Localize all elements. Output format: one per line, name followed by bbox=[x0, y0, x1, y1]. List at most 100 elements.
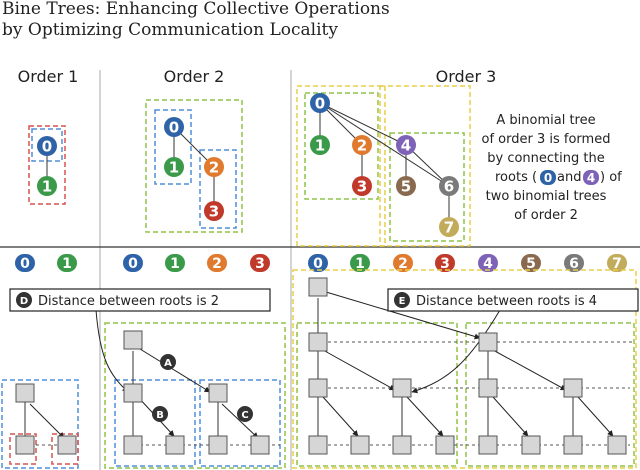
tree-node-rank-3: 3 bbox=[352, 176, 372, 196]
order3-tree-boxes bbox=[296, 85, 471, 247]
tree-node-rank-0: 0 bbox=[37, 136, 57, 156]
svg-text:4: 4 bbox=[483, 256, 493, 272]
svg-text:0: 0 bbox=[128, 256, 138, 272]
callout-e-text: Distance between roots is 4 bbox=[416, 294, 597, 309]
schedule-node bbox=[308, 332, 328, 352]
section-dividers bbox=[0, 70, 640, 470]
order3-rank-7: 7 bbox=[607, 254, 627, 272]
tree-node-rank-1: 1 bbox=[164, 157, 184, 177]
tree-node-rank-0: 0 bbox=[310, 93, 330, 113]
schedule-node bbox=[123, 383, 143, 403]
order3-rank-5: 5 bbox=[521, 254, 541, 272]
schedule-timelines bbox=[24, 298, 574, 436]
svg-text:1: 1 bbox=[169, 158, 179, 176]
svg-text:7: 7 bbox=[444, 218, 454, 236]
order3-rank-2: 2 bbox=[393, 254, 413, 272]
note-line3: by connecting the bbox=[487, 151, 604, 166]
note-line6: of order 2 bbox=[514, 208, 578, 223]
svg-text:1: 1 bbox=[315, 136, 325, 154]
schedule-node bbox=[392, 435, 412, 455]
svg-text:2: 2 bbox=[209, 158, 219, 176]
svg-text:0: 0 bbox=[20, 256, 30, 272]
note-line4-suffix: ) of bbox=[600, 170, 622, 185]
order3-rank-0: 0 bbox=[308, 254, 328, 272]
svg-text:3: 3 bbox=[209, 202, 219, 220]
diagram-title-line1: Bine Trees: Enhancing Collective Operati… bbox=[2, 0, 390, 19]
note-root-b-badge: 4 bbox=[583, 170, 599, 185]
callout-d-text: Distance between roots is 2 bbox=[38, 294, 219, 309]
svg-text:5: 5 bbox=[401, 177, 411, 195]
tree-rank-badges: 0 1 0 1 2 3 0 1 2 3 4 5 6 7 bbox=[37, 93, 459, 237]
svg-text:6: 6 bbox=[444, 177, 454, 195]
diagram-title-line2: by Optimizing Communication Locality bbox=[2, 20, 338, 40]
svg-text:0: 0 bbox=[315, 94, 325, 112]
svg-text:C: C bbox=[241, 410, 248, 421]
order2-rank-2: 2 bbox=[207, 254, 227, 272]
note-line4-and: and bbox=[557, 170, 581, 185]
order3-rank-1: 1 bbox=[350, 254, 370, 272]
tree-node-rank-2: 2 bbox=[204, 157, 224, 177]
schedule-node bbox=[123, 330, 143, 350]
svg-text:0: 0 bbox=[313, 256, 323, 272]
schedule-node bbox=[478, 378, 498, 398]
svg-text:6: 6 bbox=[569, 256, 579, 272]
svg-text:B: B bbox=[156, 410, 164, 421]
tree-node-rank-4: 4 bbox=[396, 135, 416, 155]
order3-explanation: A binomial tree of order 3 is formed by … bbox=[482, 113, 623, 223]
schedule-node bbox=[478, 435, 498, 455]
tree-node-rank-3: 3 bbox=[204, 201, 224, 221]
schedule-node bbox=[15, 435, 35, 455]
schedule-node bbox=[250, 435, 270, 455]
callout-distance-order3: E Distance between roots is 4 bbox=[387, 288, 639, 312]
svg-text:1: 1 bbox=[170, 256, 180, 272]
tree-node-rank-0: 0 bbox=[164, 117, 184, 137]
schedule-node bbox=[208, 383, 228, 403]
callout-e-tag: E bbox=[394, 292, 410, 308]
order3-rank-3: 3 bbox=[435, 254, 455, 272]
order2-tree-boxes bbox=[145, 99, 243, 233]
order2-rank-1: 1 bbox=[165, 254, 185, 272]
schedule-node bbox=[392, 378, 412, 398]
schedule-node bbox=[521, 435, 541, 455]
schedule-node bbox=[563, 378, 583, 398]
svg-text:5: 5 bbox=[526, 256, 536, 272]
order1-rank-0: 0 bbox=[15, 254, 35, 272]
schedule-node bbox=[208, 435, 228, 455]
svg-text:0: 0 bbox=[169, 118, 179, 136]
svg-text:0: 0 bbox=[544, 171, 552, 185]
schedule-boxes bbox=[1, 269, 637, 469]
schedule-node bbox=[478, 332, 498, 352]
tree-node-rank-6: 6 bbox=[439, 176, 459, 196]
schedule-node bbox=[15, 383, 35, 403]
tree-node-rank-1: 1 bbox=[37, 176, 57, 196]
step-tag-b: B bbox=[152, 406, 168, 422]
step-tag-c: C bbox=[237, 406, 253, 422]
svg-text:2: 2 bbox=[398, 256, 408, 272]
svg-text:3: 3 bbox=[357, 177, 367, 195]
svg-text:7: 7 bbox=[612, 256, 622, 272]
svg-text:4: 4 bbox=[587, 171, 595, 185]
tree-node-rank-5: 5 bbox=[396, 176, 416, 196]
order3-rank-4: 4 bbox=[478, 254, 498, 272]
schedule-node bbox=[563, 435, 583, 455]
schedule-node bbox=[165, 435, 185, 455]
svg-text:2: 2 bbox=[357, 136, 367, 154]
svg-text:1: 1 bbox=[62, 256, 72, 272]
note-root-a-badge: 0 bbox=[540, 170, 556, 185]
svg-text:E: E bbox=[399, 296, 406, 307]
note-line2: of order 3 is formed bbox=[482, 132, 611, 147]
schedule-node bbox=[308, 378, 328, 398]
svg-text:3: 3 bbox=[255, 256, 265, 272]
schedule-node bbox=[435, 435, 455, 455]
tree-node-rank-1: 1 bbox=[310, 135, 330, 155]
svg-text:1: 1 bbox=[42, 177, 52, 195]
order3-rank-6: 6 bbox=[564, 254, 584, 272]
schedule-node bbox=[57, 435, 77, 455]
callout-distance-order2: D Distance between roots is 2 bbox=[9, 288, 271, 312]
svg-text:0: 0 bbox=[42, 137, 52, 155]
schedule-node bbox=[308, 435, 328, 455]
note-line5: two binomial trees bbox=[486, 189, 607, 204]
svg-text:3: 3 bbox=[440, 256, 450, 272]
column-header-order2: Order 2 bbox=[164, 67, 225, 86]
schedule-arrows bbox=[29, 291, 614, 439]
